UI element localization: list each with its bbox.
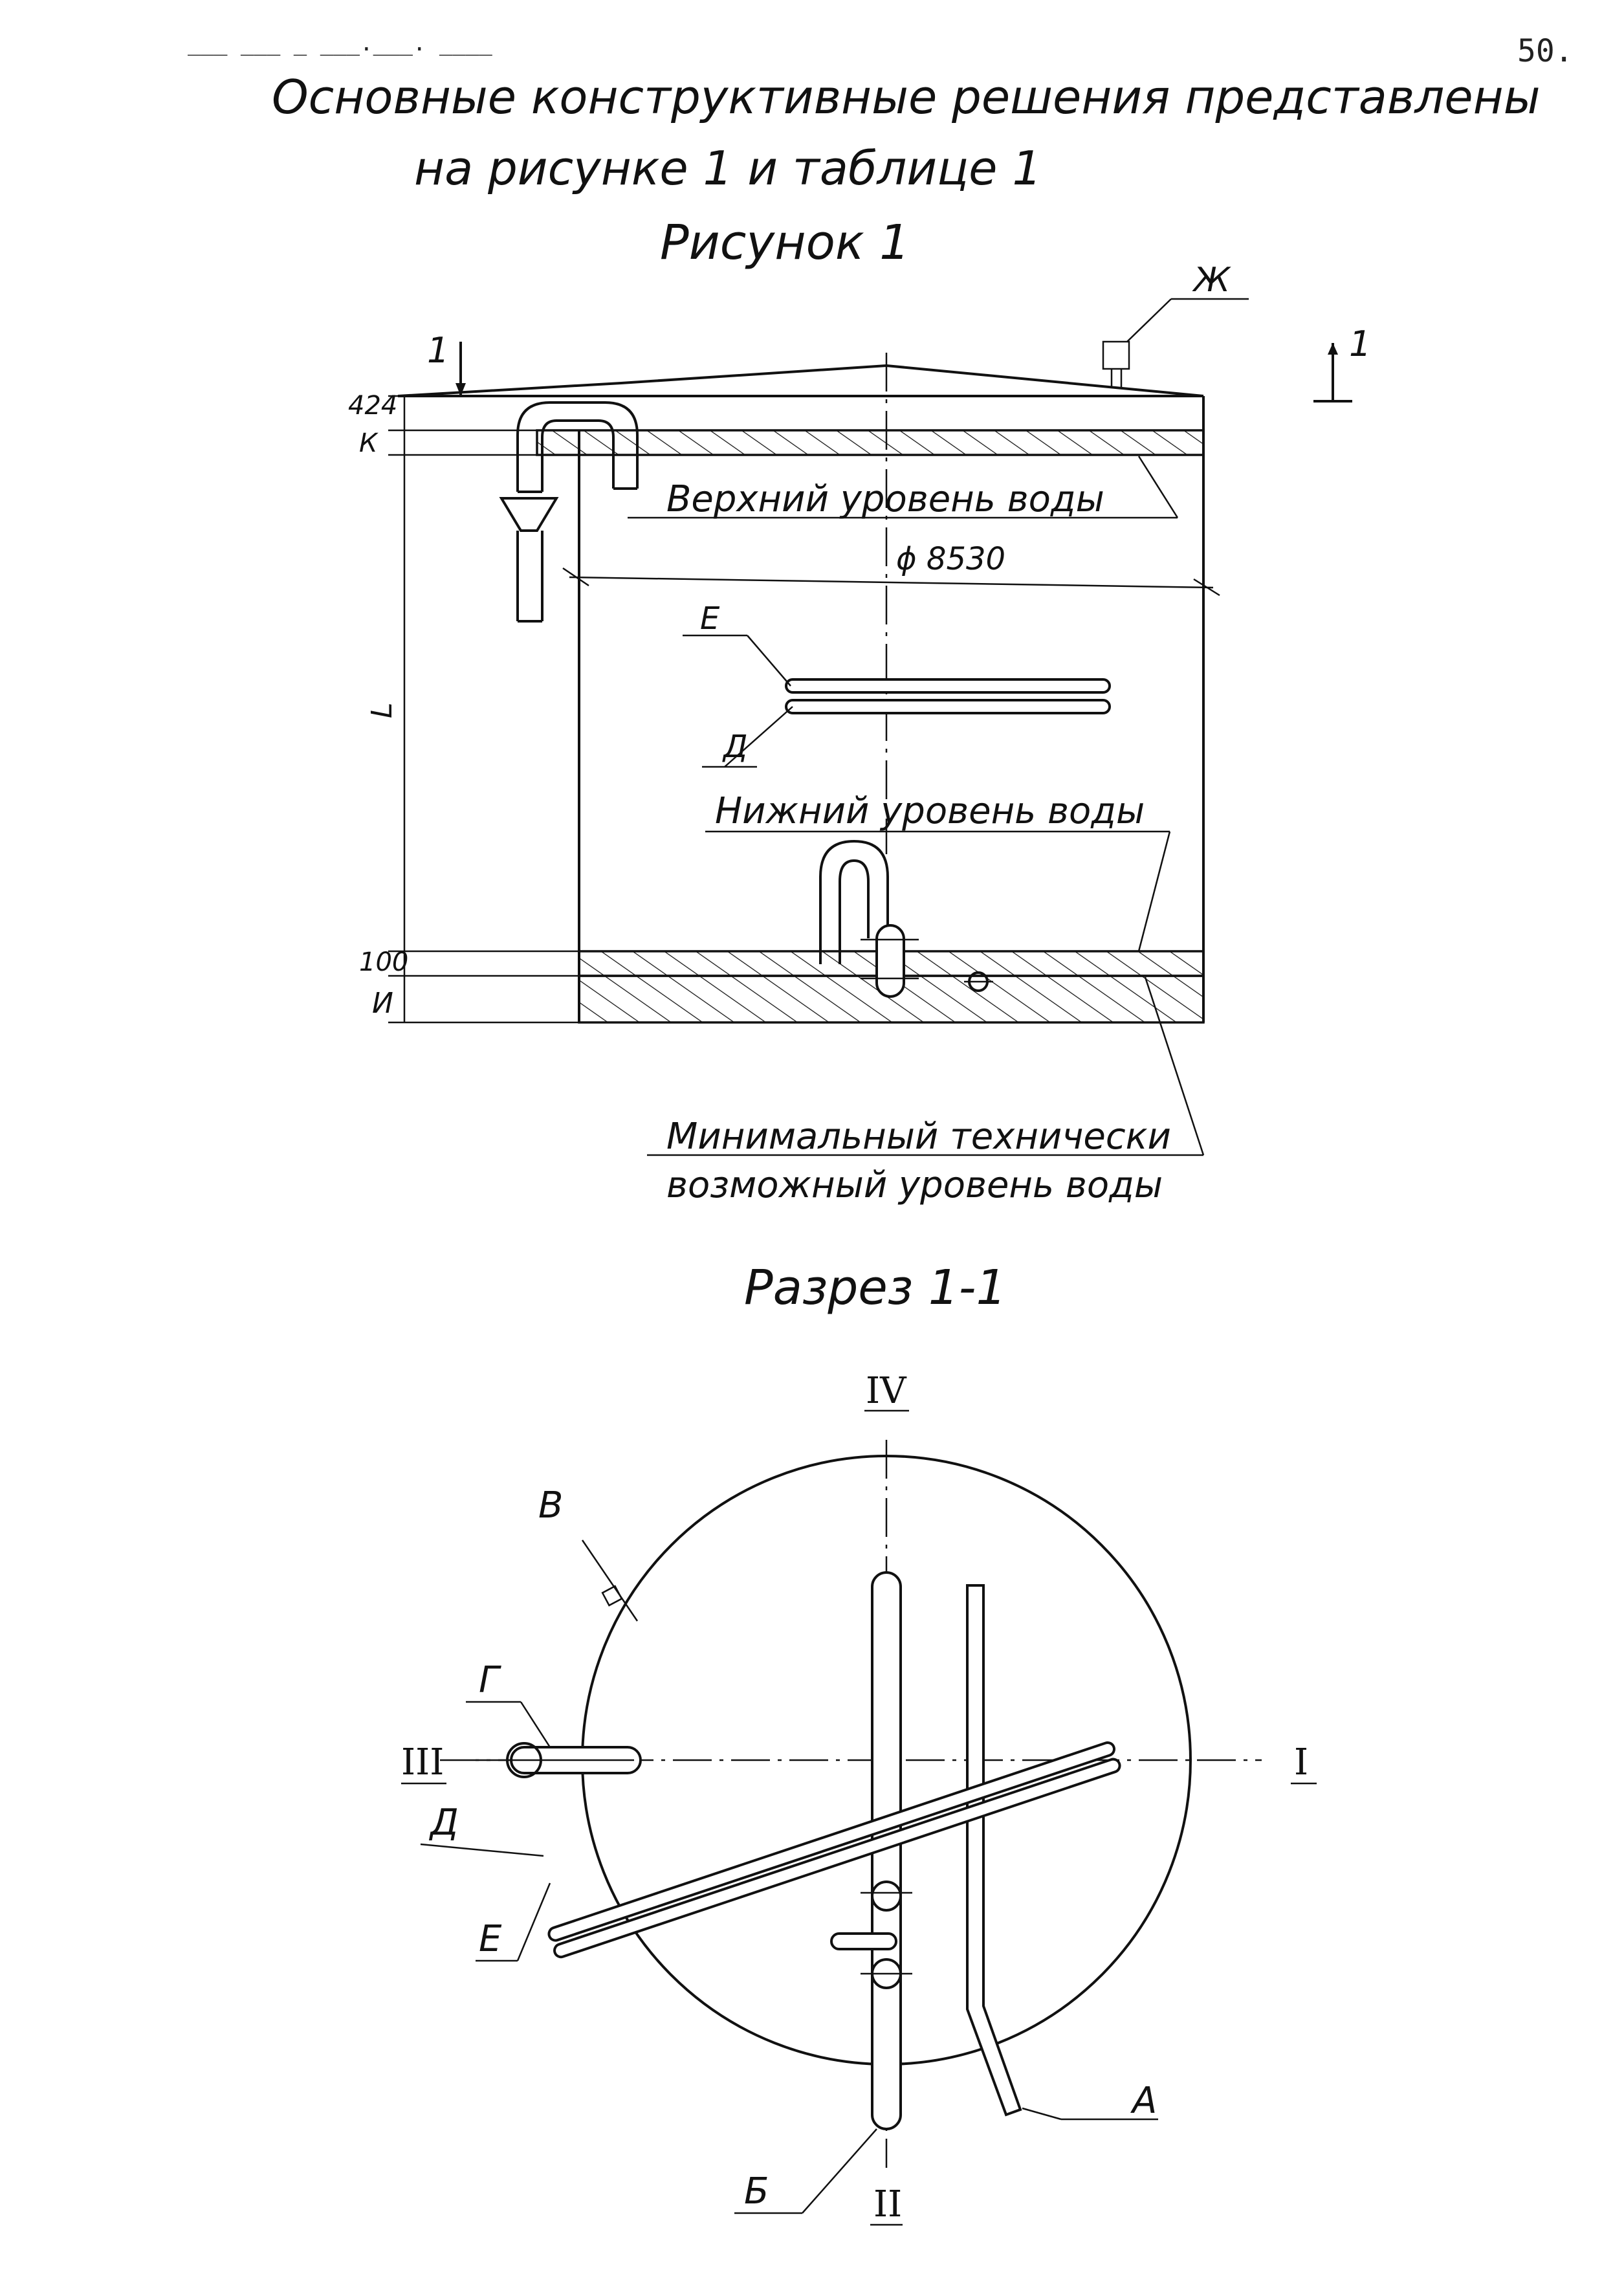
label-e-plan: Е bbox=[479, 1918, 502, 1960]
label-d-plan: Д bbox=[428, 1802, 459, 1844]
section-mark-right-label: 1 bbox=[1349, 324, 1371, 364]
section-mark-right: 1 bbox=[1313, 324, 1371, 403]
header-stamp: ___ ___ _ ___.___. ____ bbox=[188, 30, 492, 56]
axis-ii: II bbox=[873, 2183, 902, 2225]
lower-water-level: Нижний уровень воды bbox=[715, 790, 1145, 832]
label-a: А bbox=[1130, 2080, 1157, 2122]
label-zh: Ж bbox=[1192, 261, 1231, 300]
min-level-line-1: Минимальный технически bbox=[666, 1116, 1171, 1158]
intro-line-2: на рисунке 1 и таблице 1 bbox=[414, 141, 1042, 195]
upper-water-level: Верхний уровень воды bbox=[666, 478, 1104, 520]
tank-elevation: Ж Верхний уровень воды ϕ 8530 Е Д Нижний… bbox=[397, 261, 1249, 1206]
label-d-elevation: Д bbox=[722, 729, 748, 765]
intro-line-1: Основные конструктивные решения представ… bbox=[272, 70, 1541, 124]
dim-i: И bbox=[372, 987, 393, 1020]
label-b: Б bbox=[744, 2170, 769, 2212]
page-number: 50. bbox=[1517, 33, 1574, 69]
left-dimensions: 424 К L 100 И bbox=[348, 391, 579, 1024]
diameter-dimension: ϕ 8530 bbox=[896, 541, 1005, 577]
dim-k: К bbox=[359, 428, 379, 458]
figure-title: Рисунок 1 bbox=[660, 215, 910, 270]
label-g: Г bbox=[479, 1659, 501, 1701]
section-mark-left-label: 1 bbox=[427, 330, 449, 371]
section-mark-left: 1 bbox=[427, 330, 476, 397]
dim-100: 100 bbox=[359, 947, 408, 977]
tank-plan: В Г Д Е А Б IV III I II bbox=[401, 1370, 1317, 2226]
dim-l: L bbox=[366, 702, 399, 718]
label-e-elevation: Е bbox=[700, 601, 720, 637]
axis-i: I bbox=[1294, 1741, 1308, 1783]
label-v: В bbox=[538, 1484, 563, 1527]
dim-424: 424 bbox=[348, 391, 397, 421]
min-level-line-2: возможный уровень воды bbox=[666, 1164, 1163, 1206]
section-title: Разрез 1-1 bbox=[744, 1260, 1007, 1316]
axis-iii: III bbox=[401, 1741, 444, 1783]
axis-iv: IV bbox=[866, 1370, 907, 1412]
